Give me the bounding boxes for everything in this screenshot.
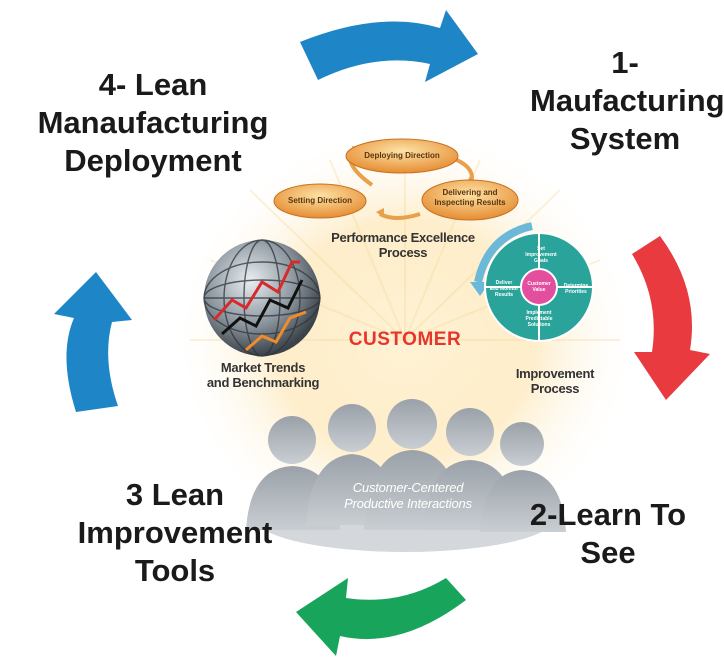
wheel-set-goals: Set Improvement Goals: [525, 246, 557, 264]
oval-delivering-results: [421, 179, 519, 221]
wheel-deliver-monitor: Deliver and Monitor Results: [489, 280, 519, 298]
delivering-text: Delivering and: [442, 188, 498, 197]
step-1-label: 1- Maufacturing System: [530, 45, 724, 156]
setting-direction-text: Setting Direction: [287, 196, 352, 205]
deploying-direction-text: Deploying Direction: [364, 151, 440, 160]
crowd-silhouette-icon: [246, 399, 566, 552]
arrow-bottom-green-icon: [296, 578, 466, 656]
oval-setting-direction: [273, 183, 367, 219]
customer-centered-caption: Customer-Centered Productive Interaction…: [344, 480, 472, 511]
market-trends-caption: Market Trends and Benchmarking: [206, 360, 320, 390]
oval-deploying-direction: [345, 138, 459, 174]
globe-icon: [203, 239, 321, 357]
step-4-label: 4- Lean Manaufacturing Deployment: [37, 67, 269, 178]
improvement-wheel-icon: [470, 222, 594, 342]
performance-excellence-caption: Performance Excellence Process: [331, 230, 475, 260]
step-3-label: 3 Lean Improvement Tools: [77, 477, 273, 588]
performance-cycle: [273, 138, 519, 221]
inspecting-results-text: Inspecting Results: [434, 198, 506, 207]
wheel-implement-solutions: Implement Predictable Solutions: [525, 310, 553, 328]
arrow-top-blue-icon: [300, 10, 478, 82]
customer-text: CUSTOMER: [348, 329, 462, 350]
arrow-right-red-icon: [632, 236, 710, 400]
wheel-customer-value: Customer Value: [527, 281, 551, 293]
wheel-determine-priorities: Determine Priorities: [563, 283, 589, 295]
step-2-label: 2-Learn To See: [529, 497, 687, 570]
improvement-process-caption: Improvement Process: [515, 366, 595, 396]
arrow-left-blue-icon: [54, 272, 132, 412]
